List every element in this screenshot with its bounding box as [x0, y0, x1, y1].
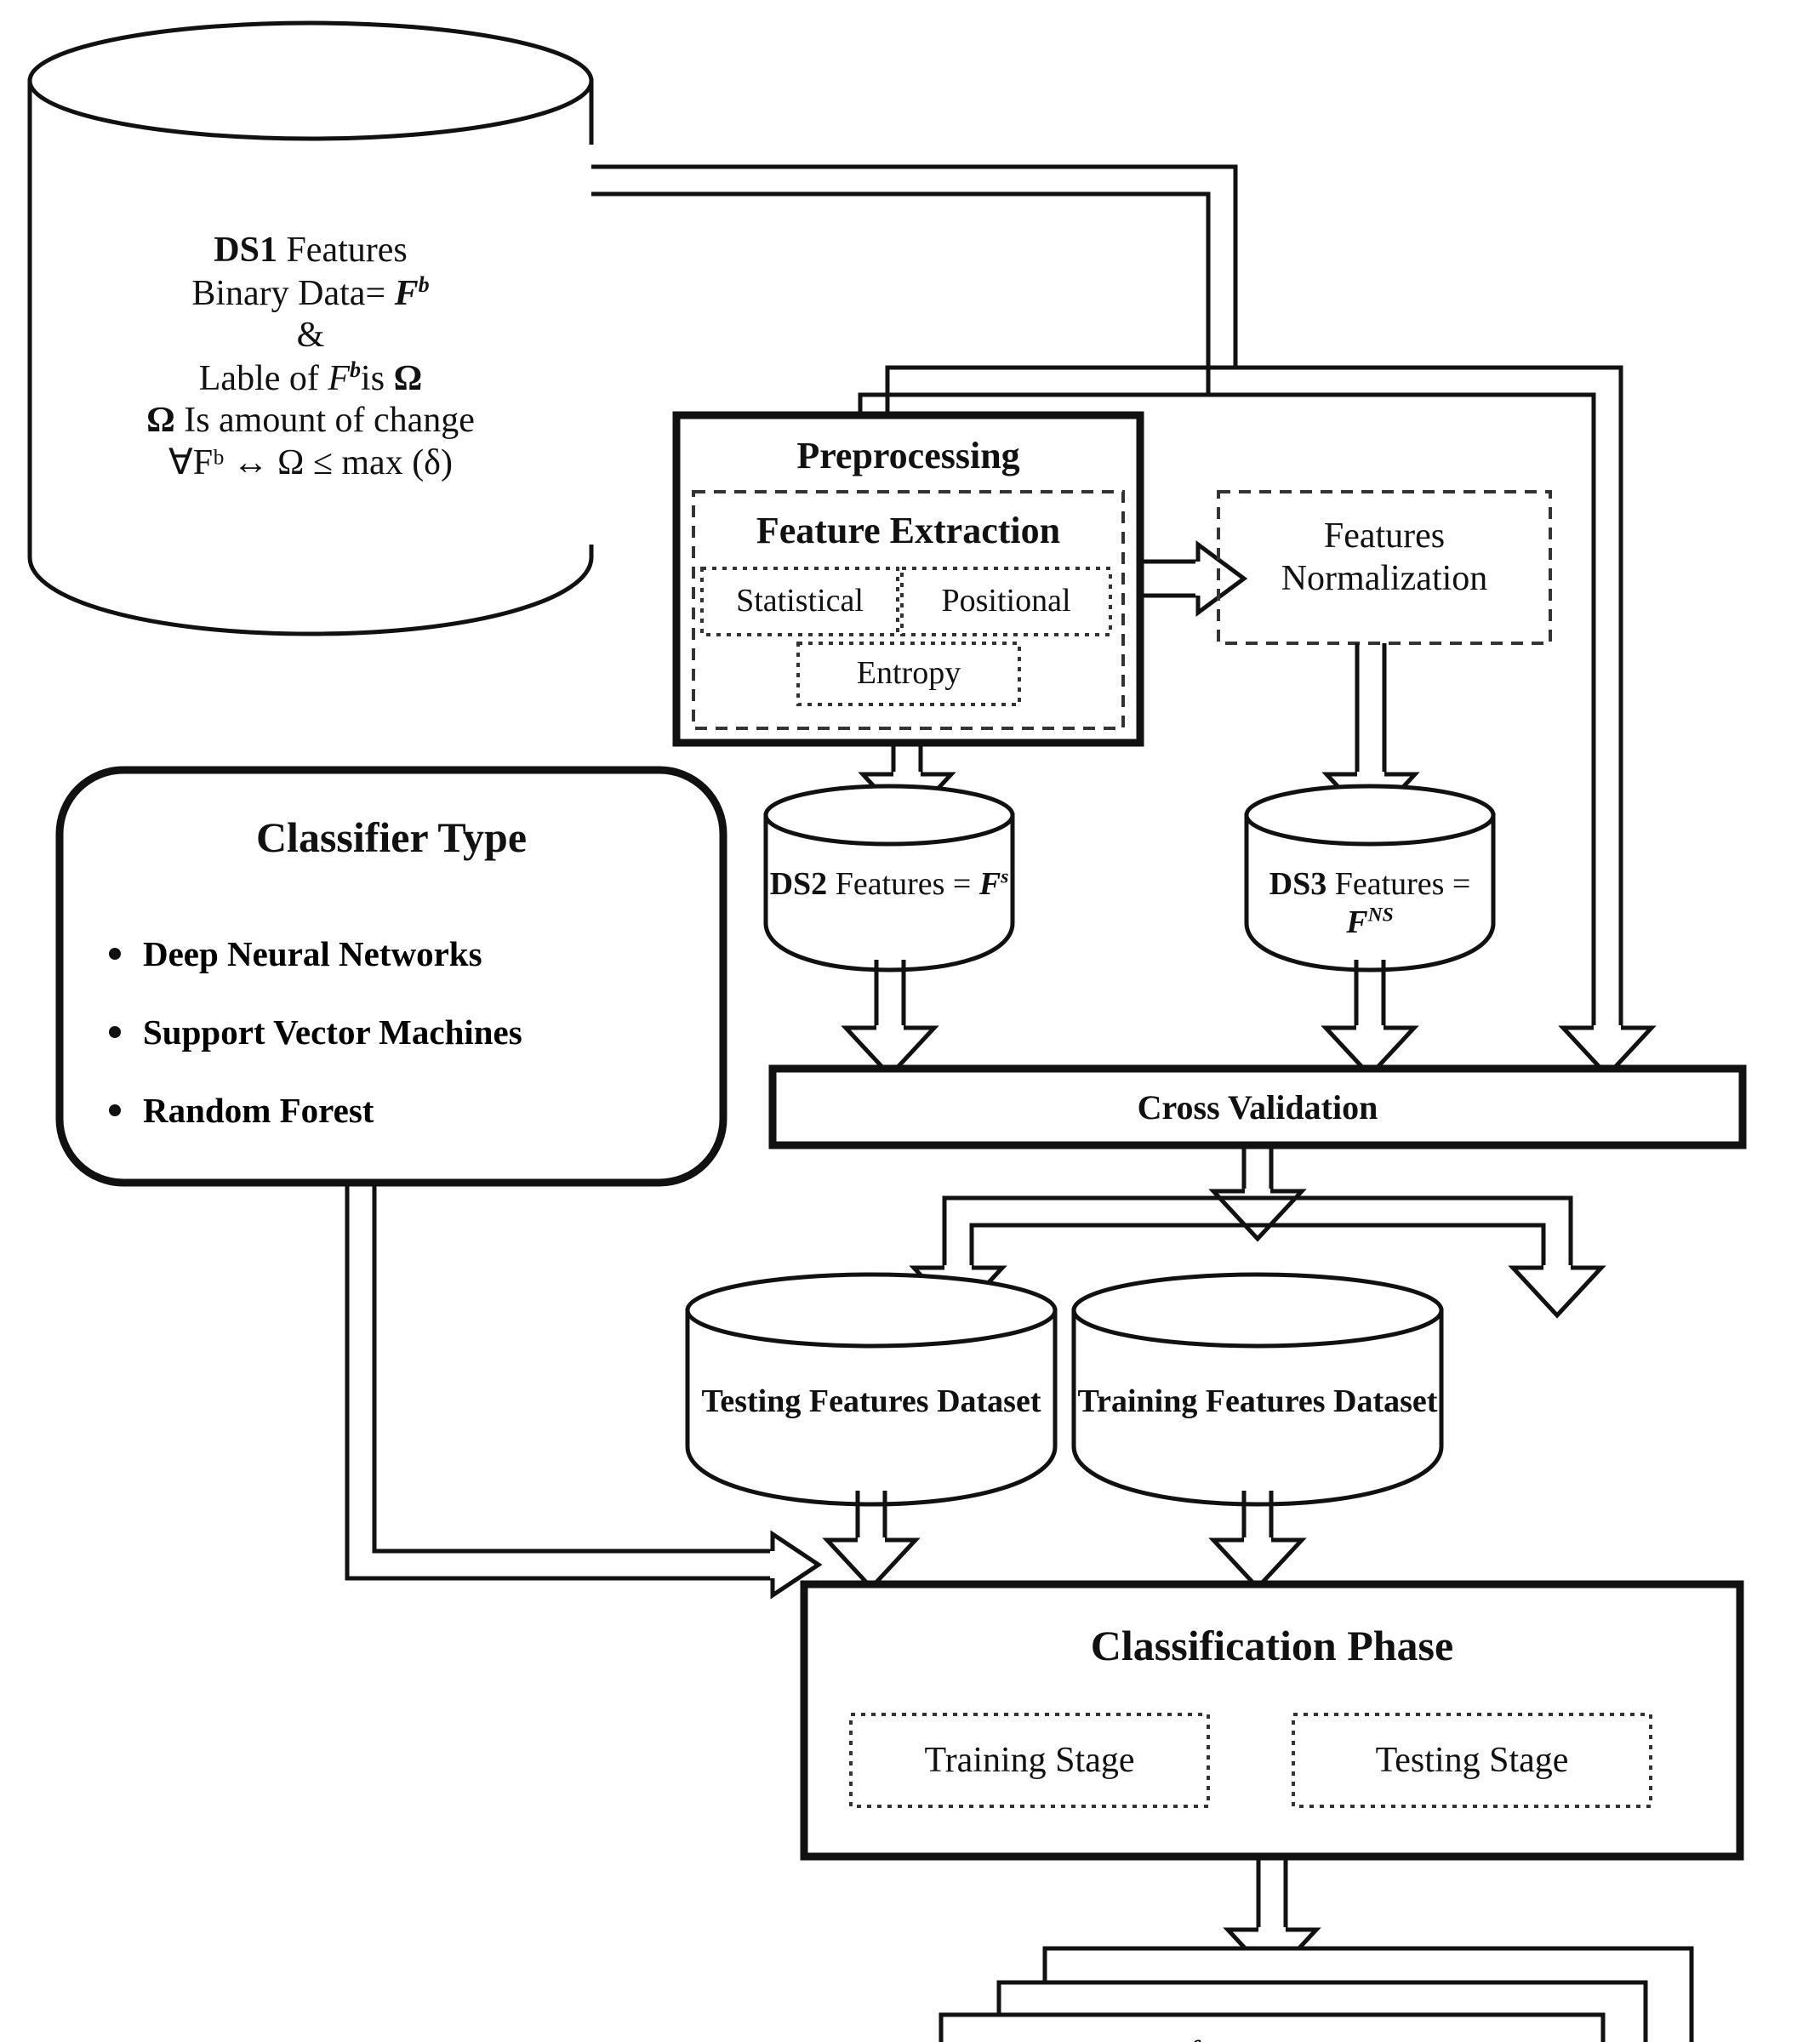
output-documents-list: Important feature Not Important feature: [991, 2025, 1587, 2042]
ds2-bold: DS2: [769, 866, 828, 902]
ds3-label: DS3 Features = FNS: [1247, 865, 1493, 942]
ds1-line1-bold: DS1: [214, 231, 277, 270]
training-dataset-label: Training Features Dataset: [1077, 1383, 1438, 1419]
positional-label: Positional: [941, 583, 1071, 619]
ds3-datastore-shape: [1244, 784, 1496, 973]
features-normalization-line2: Normalization: [1281, 558, 1488, 598]
ds1-line4-sup: b: [350, 356, 362, 382]
cross-validation-bar-shape: [768, 1064, 1747, 1149]
output-item1-bold: Important: [1025, 2033, 1180, 2042]
list-item: Deep Neural Networks: [109, 915, 705, 993]
ds1-line4a: Lable of: [198, 358, 328, 398]
output-item1-rest: feature: [1180, 2033, 1286, 2042]
ds1-line5-omega: Ω: [146, 401, 175, 441]
testing-dataset-cylinder-shape: [685, 1272, 1058, 1507]
list-item: Important feature: [991, 2025, 1587, 2042]
ds3-rest: Features =: [1326, 866, 1471, 902]
classifier-item-label: Deep Neural Networks: [143, 934, 482, 973]
ds2-datastore-shape: [763, 784, 1015, 973]
testing-dataset-label: Testing Features Dataset: [701, 1383, 1041, 1419]
connector-testingdataset-to-classification: [822, 1491, 921, 1591]
ds1-line2-symbol: F: [394, 273, 419, 313]
ds1-line2: Binary Data=: [191, 273, 386, 313]
list-item: Support Vector Machines: [109, 993, 705, 1071]
ds2-rest: Features =: [827, 866, 979, 902]
list-item: Random Forest: [109, 1071, 705, 1149]
ds1-line1-rest: Features: [277, 231, 408, 270]
ds2-symbol: F: [978, 866, 1001, 902]
connector-ds1-crossvalidation-blockarrow: [1208, 365, 1657, 1079]
ds1-line6: ∀Fᵇ ↔ Ω ≤ max (δ): [168, 442, 453, 482]
ds1-line5: Is amount of change: [174, 401, 475, 441]
connector-ds3-to-crossvalidation: [1321, 960, 1419, 1079]
ds1-label: DS1 Features Binary Data= Fb & Lable of …: [64, 230, 557, 484]
classification-phase-title: Classification Phase: [1090, 1622, 1454, 1669]
ds2-label: DS2 Features = Fs: [766, 865, 1013, 904]
training-dataset-cylinder-shape: [1071, 1272, 1444, 1507]
ds2-sup: s: [1001, 865, 1009, 888]
entropy-label: Entropy: [856, 655, 961, 691]
preprocessing-title: Preprocessing: [796, 435, 1020, 476]
bullet-icon: [109, 948, 121, 960]
ds1-line2-sup: b: [418, 271, 430, 297]
classification-phase-box-shape: [800, 1580, 1744, 1861]
bullet-icon: [109, 1104, 121, 1116]
connector-trainingdataset-to-classification: [1208, 1491, 1307, 1591]
ds3-bold: DS3: [1269, 866, 1327, 902]
classifier-item-label: Support Vector Machines: [143, 1012, 522, 1052]
testing-stage-label: Testing Stage: [1375, 1741, 1569, 1780]
ds3-sup: NS: [1367, 904, 1394, 927]
classifier-type-list: Deep Neural Networks Support Vector Mach…: [109, 915, 705, 1149]
features-normalization-line1: Features: [1323, 516, 1446, 556]
ds1-datastore-shape: [27, 20, 594, 636]
connector-featureextraction-to-normalization: [1140, 540, 1248, 617]
cross-validation-label: Cross Validation: [1137, 1088, 1378, 1127]
statistical-label: Statistical: [736, 583, 864, 619]
training-stage-label: Training Stage: [924, 1741, 1135, 1780]
connector-ds2-to-crossvalidation: [841, 960, 939, 1079]
features-normalization-label: Features Normalization: [1218, 516, 1550, 600]
classifier-type-title: Classifier Type: [255, 813, 528, 861]
bullet-icon: [109, 1026, 121, 1038]
preprocessing-box-shape: [672, 411, 1144, 747]
connector-classifier-to-classification: [345, 1183, 823, 1600]
classifier-type-box-shape: [55, 766, 727, 1187]
ds1-line4-symbol: F: [328, 358, 351, 398]
ds3-symbol: F: [1346, 904, 1368, 940]
output-documents-stack-shape: [939, 1946, 1694, 2042]
feature-extraction-title: Feature Extraction: [756, 510, 1061, 551]
ds1-line4-omega: Ω: [393, 358, 423, 398]
ds1-line3: &: [296, 316, 325, 356]
ds1-line4b: is: [361, 358, 394, 398]
classifier-item-label: Random Forest: [143, 1091, 374, 1130]
features-normalization-box-shape: [1217, 490, 1552, 645]
